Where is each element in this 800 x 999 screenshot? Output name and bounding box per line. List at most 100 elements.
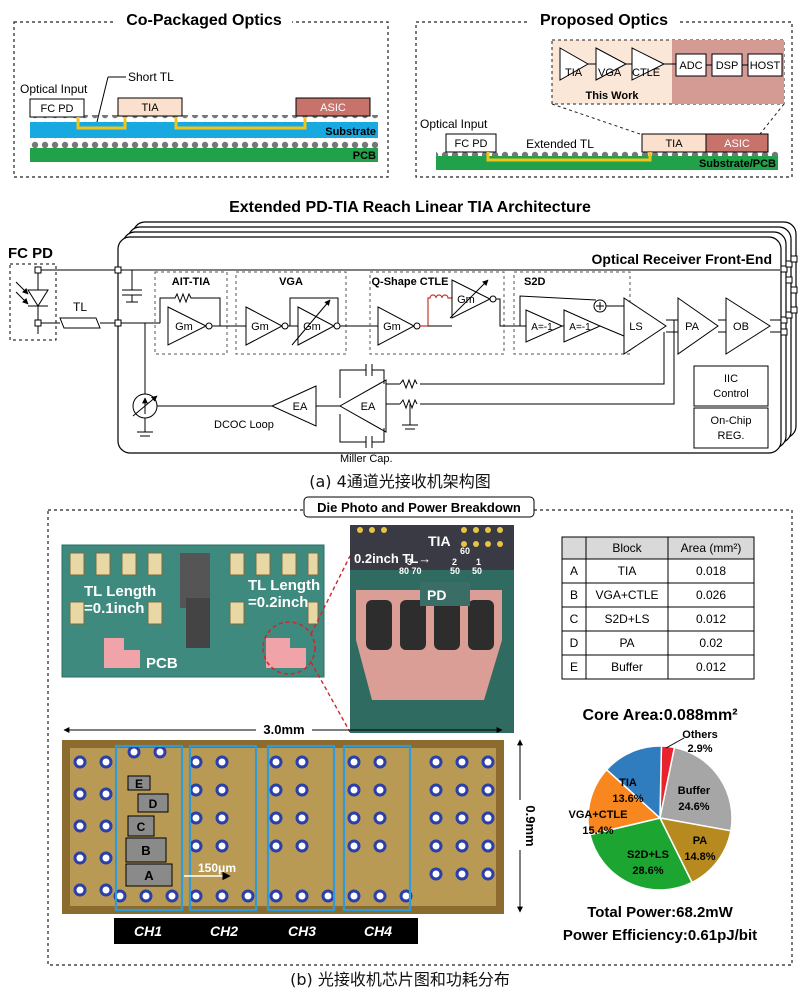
cpo-tia <box>117 97 183 117</box>
pie-label-s2d-ls: S2D+LS <box>627 849 669 861</box>
ls-amplifier <box>623 297 667 355</box>
tl-length-02-label: TL Length=0.2inch <box>248 577 321 611</box>
block-labels: E D C B A <box>125 775 173 887</box>
svg-text:A=-1: A=-1 <box>531 322 553 333</box>
vga-block <box>235 271 347 355</box>
die-pads <box>73 745 495 903</box>
po-extended-trace <box>486 152 652 162</box>
svg-text:VGA: VGA <box>598 67 622 79</box>
pcb-photo-label: PCB <box>146 655 178 672</box>
die-height-label: 0.9mm <box>523 805 538 846</box>
cpo-short-tl: Short TL <box>128 70 174 84</box>
svg-text:CTLE: CTLE <box>632 67 660 79</box>
svg-text:CH4: CH4 <box>364 923 392 939</box>
pie-slice-vga-ctle <box>587 768 662 836</box>
die-width-label: 3.0mm <box>263 722 304 737</box>
svg-text:0.018: 0.018 <box>696 564 726 578</box>
co-packaged-optics-panel: Co-Packaged Optics Optical Input Short T… <box>13 8 389 178</box>
svg-text:E: E <box>135 777 143 791</box>
svg-text:0.026: 0.026 <box>696 588 726 602</box>
svg-text:A: A <box>570 564 578 578</box>
svg-text:EA: EA <box>361 401 376 413</box>
svg-text:ASIC: ASIC <box>320 102 346 114</box>
svg-text:PA: PA <box>685 321 700 333</box>
ea-amplifier-2 <box>270 385 317 427</box>
arch-fc-pd-label: FC PD <box>8 245 53 262</box>
arch-title: Extended PD-TIA Reach Linear TIA Archite… <box>229 199 591 216</box>
svg-text:VGA+CTLE: VGA+CTLE <box>595 588 658 602</box>
tl-length-01-label: TL Length=0.1inch <box>84 583 157 617</box>
spacing-label: 150μm <box>198 861 236 875</box>
svg-text:TIA: TIA <box>565 67 583 79</box>
zoom-pd-label: PD <box>427 587 447 603</box>
svg-text:CH2: CH2 <box>210 923 238 939</box>
svg-text:B: B <box>570 588 578 602</box>
svg-text:Buffer: Buffer <box>611 660 643 674</box>
svg-text:B: B <box>141 843 150 858</box>
pie-value-pa: 14.8% <box>684 851 715 863</box>
svg-text:0.012: 0.012 <box>696 660 726 674</box>
svg-text:0.02: 0.02 <box>699 636 723 650</box>
pie-label-pa: PA <box>693 835 708 847</box>
svg-text:REG.: REG. <box>718 430 745 442</box>
architecture-diagram: Extended PD-TIA Reach Linear TIA Archite… <box>8 199 798 465</box>
power-pie-chart: Others2.9%Buffer24.6%PA14.8%S2D+LS28.6%V… <box>569 729 733 891</box>
pa-amplifier <box>677 297 719 355</box>
caption-a: (a) 4通道光接收机架构图 <box>309 472 491 491</box>
proposed-optics-panel: Proposed Optics TIA VGA CTLE ADC DSP HOS… <box>415 8 793 178</box>
zoom-tia-label: TIA <box>428 533 451 549</box>
svg-text:HOST: HOST <box>750 60 781 72</box>
svg-text:DSP: DSP <box>716 60 739 72</box>
svg-text:IIC: IIC <box>724 373 738 385</box>
po-fc-pd <box>445 133 497 153</box>
svg-text:EA: EA <box>293 401 308 413</box>
this-work-label: This Work <box>586 90 640 102</box>
pie-label-tia: TIA <box>619 777 637 789</box>
pie-others-leader <box>665 737 685 749</box>
total-power-label: Total Power:68.2mW <box>587 904 733 921</box>
svg-text:D: D <box>570 636 579 650</box>
cpo-asic <box>295 97 371 117</box>
svg-text:TL: TL <box>73 300 87 314</box>
channel-bar <box>114 918 418 944</box>
svg-text:FC PD: FC PD <box>455 138 488 150</box>
svg-text:Gm: Gm <box>383 321 401 333</box>
cpo-pcb <box>30 148 378 162</box>
svg-text:PA: PA <box>619 636 634 650</box>
cpo-fc-pd <box>29 98 85 118</box>
die-panel-title: Die Photo and Power Breakdown <box>317 500 521 515</box>
pie-value-buffer: 24.6% <box>678 801 709 813</box>
pie-value-s2d-ls: 28.6% <box>632 865 663 877</box>
cpo-optical-input: Optical Input <box>20 82 88 96</box>
svg-text:S2D+LS: S2D+LS <box>604 612 649 626</box>
svg-text:ADC: ADC <box>679 60 702 72</box>
svg-text:AIT-TIA: AIT-TIA <box>172 276 211 288</box>
on-chip-reg-box <box>693 407 769 449</box>
pie-slice-pa <box>658 816 732 884</box>
svg-text:S2D: S2D <box>524 276 545 288</box>
svg-text:LS: LS <box>629 321 642 333</box>
caption-b: (b) 光接收机芯片图和功耗分布 <box>290 970 510 989</box>
svg-text:Gm: Gm <box>251 321 269 333</box>
svg-text:Q-Shape CTLE: Q-Shape CTLE <box>371 276 448 288</box>
photodiode <box>9 263 57 341</box>
svg-text:A: A <box>144 868 154 883</box>
po-title: Proposed Optics <box>540 12 668 29</box>
dcoc-label: DCOC Loop <box>214 419 274 431</box>
cpo-title: Co-Packaged Optics <box>126 12 282 29</box>
svg-text:E: E <box>570 660 578 674</box>
ob-buffer <box>725 297 771 355</box>
pie-label-vga-ctle: VGA+CTLE <box>569 809 628 821</box>
svg-text:Optical Input: Optical Input <box>420 117 488 131</box>
svg-text:Area (mm²): Area (mm²) <box>681 541 742 555</box>
zoom-tl-label: 0.2inch TL→ <box>354 551 432 566</box>
svg-text:On-Chip: On-Chip <box>711 415 752 427</box>
svg-text:Gm: Gm <box>303 321 321 333</box>
svg-text:Control: Control <box>713 388 748 400</box>
po-asic <box>705 133 769 153</box>
svg-text:Gm: Gm <box>175 321 193 333</box>
svg-text:C: C <box>137 820 146 834</box>
front-end-frame <box>117 236 782 454</box>
channel-outlines <box>114 744 412 912</box>
svg-text:OB: OB <box>733 321 749 333</box>
